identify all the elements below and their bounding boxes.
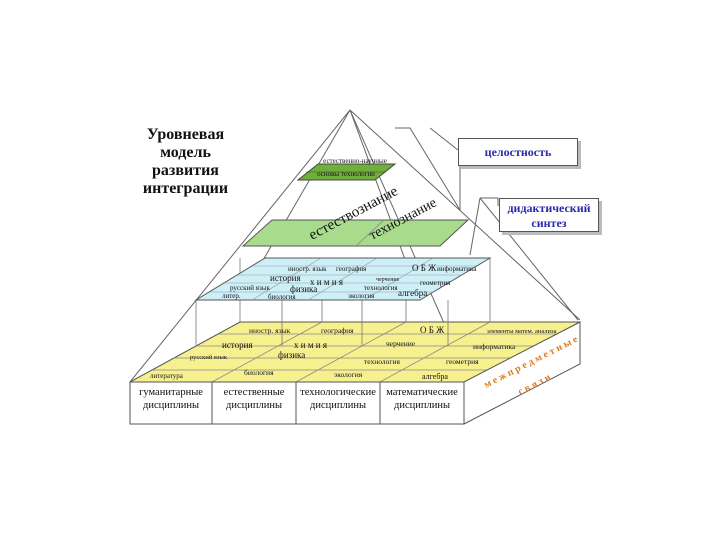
upper-band-grid <box>210 257 476 301</box>
lower-russian: русский язык <box>190 354 228 361</box>
lower-band-labels: иностр. язык география О Б Ж элементы ма… <box>150 325 557 381</box>
upper-biology: биология <box>268 293 296 301</box>
didactic-label-line1: дидактический <box>507 201 591 215</box>
upper-russian: русский язык <box>230 284 270 292</box>
lower-geometry: геометрия <box>446 357 479 366</box>
lower-chemistry: х и м и я <box>294 340 327 350</box>
discipline-humanities: гуманитарные дисциплины <box>132 386 210 412</box>
lower-physics: физика <box>278 350 305 360</box>
upper-history: история <box>270 273 301 283</box>
lower-history: история <box>222 340 253 350</box>
upper-technology: технология <box>364 284 398 292</box>
upper-foreign: иностр. язык <box>288 265 327 273</box>
discipline-natural: естественные дисциплины <box>215 386 293 412</box>
integrity-label: целостность <box>484 145 552 159</box>
lower-obzh: О Б Ж <box>420 325 445 335</box>
lower-technology: технология <box>364 357 401 366</box>
discipline-mathematical: математические дисциплины <box>383 386 461 412</box>
upper-algebra: алгебра <box>398 288 427 298</box>
lower-band-grid <box>152 321 558 383</box>
upper-geometry: геометрия <box>420 279 451 287</box>
middle-band-divider <box>355 219 385 247</box>
didactic-synthesis-box: дидактический синтез <box>499 198 599 232</box>
lower-algebra: алгебра <box>422 372 448 381</box>
title-line: модель <box>160 144 211 161</box>
upper-obzh: О Б Ж <box>412 263 437 273</box>
lower-drawing: черчение <box>386 339 416 348</box>
discipline-technological: технологические дисциплины <box>299 386 377 412</box>
lower-math-analysis: элементы матем. анализа <box>487 328 557 335</box>
integrity-box: целостность <box>458 138 578 166</box>
title-line: интеграции <box>142 180 229 197</box>
lower-ecology: экология <box>334 370 363 379</box>
lower-biology: биология <box>244 368 274 377</box>
discipline-name: естественные <box>223 387 285 398</box>
upper-drawing: черчение <box>376 277 400 283</box>
lower-foreign: иностр. язык <box>249 326 291 335</box>
discipline-name: гуманитарные <box>139 387 203 398</box>
discipline-suffix: дисциплины <box>225 400 282 411</box>
title-line: Уровневая <box>146 126 225 143</box>
top-label-line1: естественно-научные <box>323 157 387 165</box>
upper-chemistry: х и м и я <box>310 277 343 287</box>
discipline-name: математические <box>386 387 458 398</box>
upper-geography: география <box>336 265 367 273</box>
discipline-suffix: дисциплины <box>309 400 366 411</box>
upper-band-labels: иностр. язык география О Б Ж информатика… <box>222 263 477 301</box>
diagram-title: Уровневая модель развития интеграции <box>128 126 243 198</box>
upper-physics: физика <box>290 284 317 294</box>
title-line: развития <box>152 162 219 179</box>
discipline-suffix: дисциплины <box>393 400 450 411</box>
pyramid-outline <box>129 109 581 383</box>
discipline-boxes <box>129 381 465 425</box>
discipline-name: технологические <box>300 387 376 398</box>
discipline-suffix: дисциплины <box>142 400 199 411</box>
intersubject-side-face <box>463 321 581 425</box>
top-label-line2: основы технологии <box>317 170 375 178</box>
didactic-label-line2: синтез <box>531 216 567 230</box>
lower-geography: география <box>321 326 354 335</box>
lower-informatics: информатика <box>473 342 516 351</box>
middle-green-band <box>241 219 470 247</box>
upper-informatics: информатика <box>437 265 477 273</box>
lower-literature: литература <box>150 372 184 380</box>
upper-ecology: экология <box>348 292 375 300</box>
upper-literature: литер. <box>222 292 241 300</box>
